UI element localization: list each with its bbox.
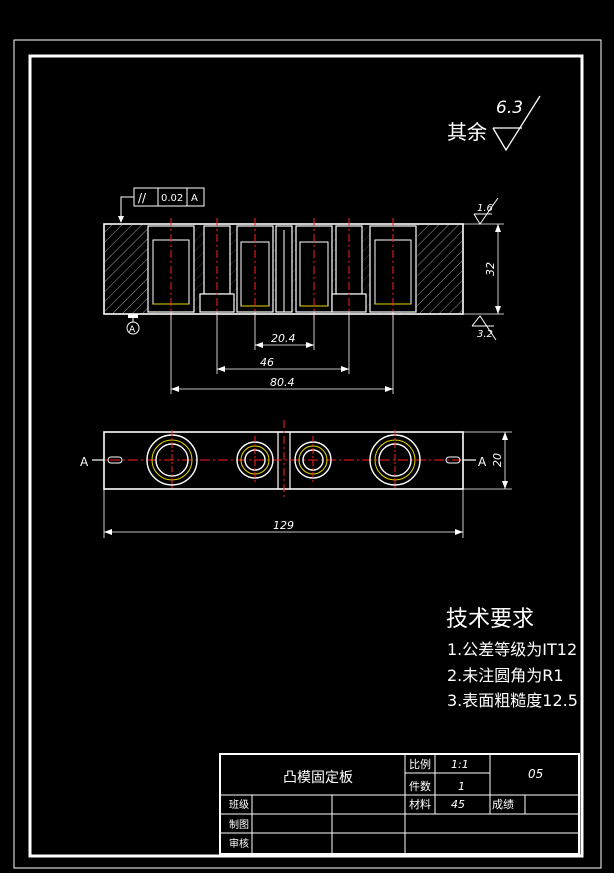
scale-label: 比例 <box>409 757 431 771</box>
roughness-bottom: 3.2 <box>471 315 497 341</box>
grade-label: 成绩 <box>492 798 514 811</box>
plan-hole-3 <box>294 436 332 484</box>
dim-20: 20 <box>463 431 512 490</box>
tech-requirement-3: 3.表面粗糙度12.5 <box>447 691 578 710</box>
dim-20-4: 20.4 <box>254 312 315 350</box>
scale-value: 1:1 <box>451 758 469 771</box>
drawn-label: 制图 <box>229 818 249 831</box>
section-label-left: A <box>80 455 89 469</box>
part-name: 凸模固定板 <box>283 770 353 786</box>
quantity-label: 件数 <box>409 780 431 793</box>
tolerance-frame: // 0.02 A <box>118 187 205 223</box>
checked-label: 审核 <box>229 837 249 850</box>
dim-46: 46 <box>216 312 350 374</box>
inner-frame <box>28 54 584 858</box>
section-center-slot <box>275 225 293 313</box>
roughness-rest-value: 6.3 <box>496 98 523 118</box>
material-value: 45 <box>451 798 465 811</box>
dim-129-text: 129 <box>273 519 294 532</box>
section-centerlines <box>170 218 394 320</box>
quantity-value: 1 <box>458 780 465 793</box>
tolerance-symbol: // <box>138 191 147 205</box>
tolerance-datum: A <box>191 193 198 204</box>
tech-requirement-1: 1.公差等级为IT12 <box>447 640 577 659</box>
roughness-bottom-value: 3.2 <box>477 329 493 340</box>
class-label: 班级 <box>229 799 249 811</box>
outer-frame <box>13 39 602 869</box>
dim-20-4-text: 20.4 <box>271 332 296 345</box>
plan-hole-4 <box>369 430 421 490</box>
roughness-rest-symbol: 其余 6.3 <box>447 95 541 152</box>
tech-requirements-title: 技术要求 <box>446 607 534 632</box>
datum-marker-label: A <box>129 325 136 335</box>
plan-hole-1 <box>146 430 198 490</box>
dim-32-text: 32 <box>484 262 497 276</box>
plan-hole-2 <box>236 436 274 484</box>
title-block: 凸模固定板 比例 1:1 件数 1 05 班级 材料 45 成绩 制图 审核 <box>219 753 580 855</box>
dim-32: 32 <box>463 223 504 315</box>
tech-requirements: 技术要求 1.公差等级为IT12 2.未注圆角为R1 3.表面粗糙度12.5 <box>446 607 578 710</box>
drawing-number: 05 <box>528 767 543 781</box>
dim-46-text: 46 <box>260 356 274 369</box>
roughness-top: 1.6 <box>473 197 499 225</box>
roughness-top-value: 1.6 <box>477 203 493 214</box>
tech-requirement-2: 2.未注圆角为R1 <box>447 666 564 685</box>
material-label: 材料 <box>409 797 431 811</box>
tolerance-value: 0.02 <box>161 193 183 204</box>
dim-80-4-text: 80.4 <box>270 376 295 389</box>
section-label-right: A <box>478 455 487 469</box>
dim-129: 129 <box>103 489 464 538</box>
dim-80-4: 80.4 <box>170 312 394 394</box>
plan-view: A A <box>80 420 487 500</box>
datum-marker: A <box>126 314 140 335</box>
section-view <box>103 218 464 320</box>
roughness-rest-label: 其余 <box>447 120 487 144</box>
dim-20-text: 20 <box>491 453 504 467</box>
